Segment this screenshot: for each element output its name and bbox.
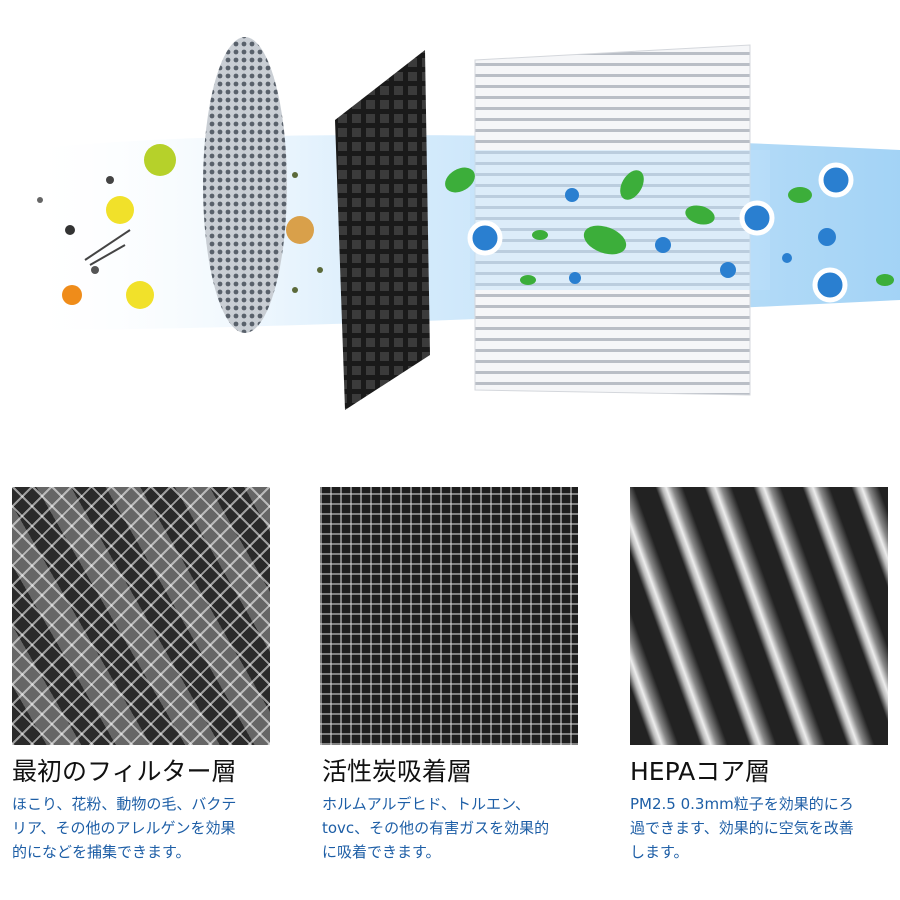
description-line: ほこり、花粉、動物の毛、バクテ <box>12 795 237 813</box>
description-line: 的になどを捕集できます。 <box>12 843 191 861</box>
activated-carbon-filter <box>335 50 430 410</box>
pre-filter-foam <box>203 37 287 333</box>
description-line: に吸着できます。 <box>322 843 441 861</box>
carbon-filter-closeup-image <box>320 487 578 745</box>
microbes <box>286 172 323 293</box>
negative-ion-icons <box>467 162 854 303</box>
layer-description: ほこり、花粉、動物の毛、バクテ リア、その他のアレルゲンを効果 的になどを捕集で… <box>12 792 282 864</box>
description-line: tovc、その他の有害ガスを効果的 <box>322 819 550 837</box>
description-line: ホルムアルデヒド、トルエン、 <box>322 795 531 813</box>
hepa-filter-closeup-image <box>630 487 888 745</box>
filter-layers-illustration <box>20 37 900 410</box>
description-line: します。 <box>630 843 689 861</box>
layer-title: 活性炭吸着層 <box>322 757 473 786</box>
hepa-filter <box>474 44 751 396</box>
leaf-icons <box>445 167 894 286</box>
pre-filter-closeup-image <box>12 487 270 745</box>
layer-description: ホルムアルデヒド、トルエン、 tovc、その他の有害ガスを効果的 に吸着できます… <box>322 792 592 864</box>
layer-description: PM2.5 0.3mm粒子を効果的にろ 過できます、効果的に空気を改善 します。 <box>630 792 900 864</box>
dust-particles <box>37 144 176 309</box>
description-line: 過できます、効果的に空気を改善 <box>630 819 854 837</box>
description-line: PM2.5 0.3mm粒子を効果的にろ <box>630 795 854 813</box>
layer-title: 最初のフィルター層 <box>12 757 237 786</box>
layer-title: HEPAコア層 <box>630 757 771 786</box>
description-line: リア、その他のアレルゲンを効果 <box>12 819 236 837</box>
